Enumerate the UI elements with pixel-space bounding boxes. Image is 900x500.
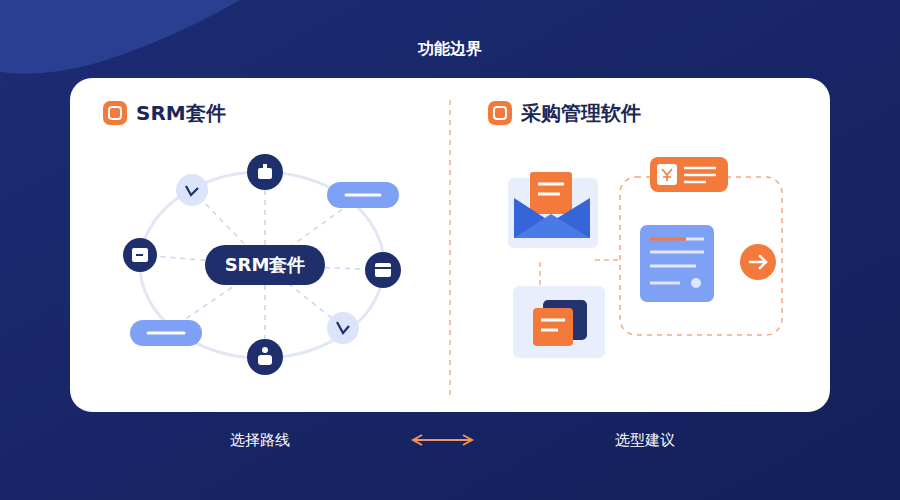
header-icon xyxy=(103,101,127,125)
section-heading: SRM套件 xyxy=(136,101,226,125)
satellite-icons xyxy=(123,154,401,375)
procurement-illustration xyxy=(508,157,782,358)
node-text: SRM套件 xyxy=(225,253,306,277)
double-arrow xyxy=(413,435,472,445)
footer-label: 选型建议 xyxy=(615,431,675,449)
header-icon xyxy=(488,101,512,125)
corner-shape xyxy=(0,0,240,74)
footer-label: 选择路线 xyxy=(230,431,290,449)
card xyxy=(70,78,830,412)
title: 功能边界 xyxy=(418,39,482,58)
section-heading: 采购管理软件 xyxy=(521,101,641,125)
center-pill: SRM套件 xyxy=(205,245,325,285)
divider xyxy=(449,100,451,395)
